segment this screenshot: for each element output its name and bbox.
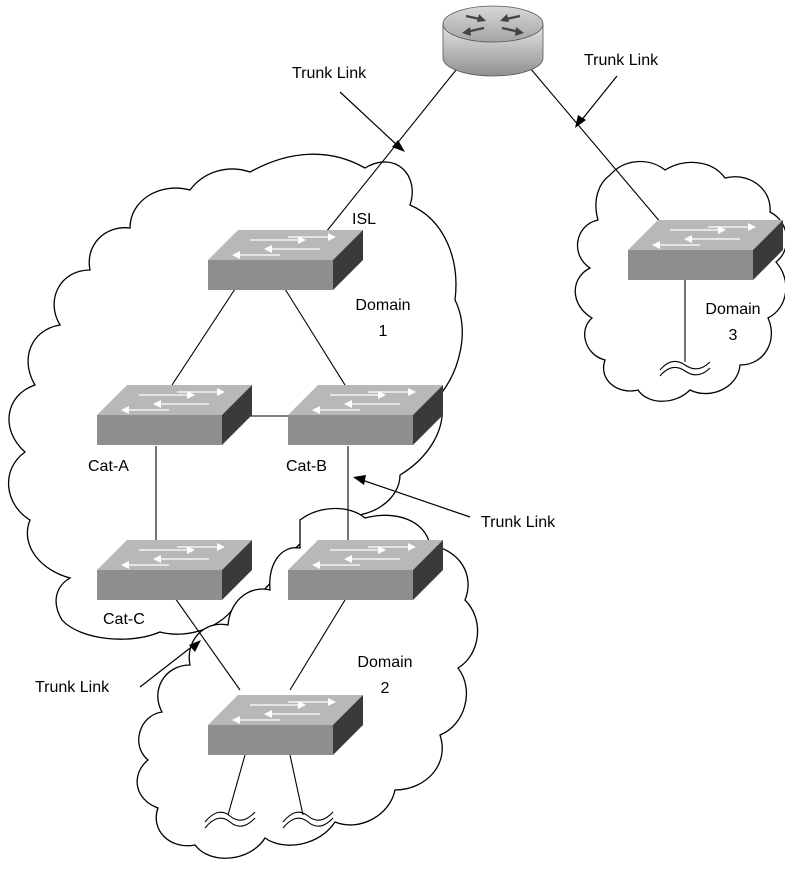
link-cat-c-bottom-switch xyxy=(174,597,241,691)
link-router-domain3-switch xyxy=(529,67,668,231)
link-bottom-switch-right-drop xyxy=(289,754,304,816)
trunk-link-label-router-right: Trunk Link xyxy=(584,52,659,69)
domain-1-label-line1: Domain xyxy=(355,297,410,314)
trunk-link-label-cat-c: Trunk Link xyxy=(35,679,110,696)
link-router-top-switch xyxy=(321,69,457,238)
router-icon xyxy=(442,5,544,77)
callout-arrow-cat-b xyxy=(353,475,471,518)
callout-arrow-cat-c xyxy=(139,640,201,688)
domain-2-label-line1: Domain xyxy=(357,654,412,671)
domain-3-cloud xyxy=(574,160,785,402)
switch-cat-a xyxy=(97,385,252,445)
domain-1-label-line2: 1 xyxy=(379,323,388,340)
isl-label: ISL xyxy=(352,211,376,228)
segment-tilde-left xyxy=(204,811,256,823)
link-domain2-switch-bottom-switch xyxy=(289,599,346,691)
callout-arrow-router-right xyxy=(575,75,618,128)
trunk-link-label-cat-b: Trunk Link xyxy=(481,514,556,531)
domain-3-label-line1: Domain xyxy=(705,301,760,318)
switch-bottom xyxy=(208,695,363,755)
segment-tilde-domain3 xyxy=(659,360,711,371)
cat-a-label: Cat-A xyxy=(88,458,129,475)
link-bottom-switch-left-drop xyxy=(227,754,246,816)
segment-tilde-right xyxy=(282,811,334,823)
link-top-switch-cat-a xyxy=(171,288,236,386)
link-top-switch-cat-b xyxy=(284,288,346,386)
switch-cat-b xyxy=(288,385,443,445)
switch-domain-2 xyxy=(288,540,443,600)
switch-cat-c xyxy=(97,540,252,600)
segment-tilde-right-2 xyxy=(282,817,334,829)
cat-c-label: Cat-C xyxy=(103,611,145,628)
trunk-link-label-router-left: Trunk Link xyxy=(292,65,367,82)
segment-tilde-domain3-2 xyxy=(659,366,711,377)
callout-arrow-router-left xyxy=(339,91,405,152)
cat-b-label: Cat-B xyxy=(286,458,327,475)
switch-domain-3 xyxy=(628,220,783,280)
segment-tilde-left-2 xyxy=(204,817,256,829)
switch-top xyxy=(208,230,363,290)
domain-2-label-line2: 2 xyxy=(381,680,390,697)
domain-3-label-line2: 3 xyxy=(729,327,738,344)
